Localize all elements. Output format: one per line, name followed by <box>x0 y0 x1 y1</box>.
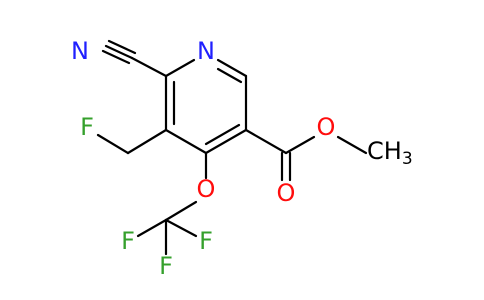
methyl-subscript-text: 3 <box>402 149 413 169</box>
c3-to-ch2-bond <box>126 128 168 155</box>
cf3-f-right-atom: F <box>199 227 213 255</box>
cn-to-ring-bond <box>130 56 168 78</box>
methyl-main-text: CH <box>367 137 402 165</box>
ring-n-atom: N <box>197 37 215 65</box>
carbonyl-o-atom: O <box>277 179 296 207</box>
o-to-methyl-bond <box>336 135 368 155</box>
cf3-f-bottom-atom: F <box>159 252 173 280</box>
oether-to-cf3-bond <box>164 200 198 222</box>
ring-bond-c4-c3 <box>164 128 208 155</box>
nitrile-bond-2 <box>101 49 131 65</box>
nitrile-bond-3 <box>107 39 137 55</box>
ch2-to-f-bond <box>96 133 130 155</box>
methyl-group-label: CH3 <box>367 137 413 169</box>
ring-bond-c5-c4-inner <box>204 123 241 146</box>
c5-to-ester-bond <box>244 128 288 155</box>
nitrile-n-atom: N <box>71 37 89 65</box>
cf3-f-left-atom: F <box>121 227 135 255</box>
bond-lines <box>96 39 368 256</box>
ester-single-o-bond <box>284 135 316 155</box>
ester-o-atom: O <box>317 113 336 141</box>
nitrile-bond-1 <box>104 44 134 60</box>
ring-bond-c2-n <box>164 58 196 78</box>
ring-bond-n-c6 <box>216 58 248 78</box>
ring-bond-c5-c4 <box>204 128 248 155</box>
atom-labels: N N F O O O F F F CH3 <box>71 37 413 280</box>
cf3-to-fleft-bond <box>136 218 168 238</box>
cf3-to-fright-bond <box>164 218 198 238</box>
ring-bond-n-c6-inner <box>216 67 243 84</box>
methyl-f-atom: F <box>80 113 94 141</box>
ether-o-atom: O <box>197 175 216 203</box>
